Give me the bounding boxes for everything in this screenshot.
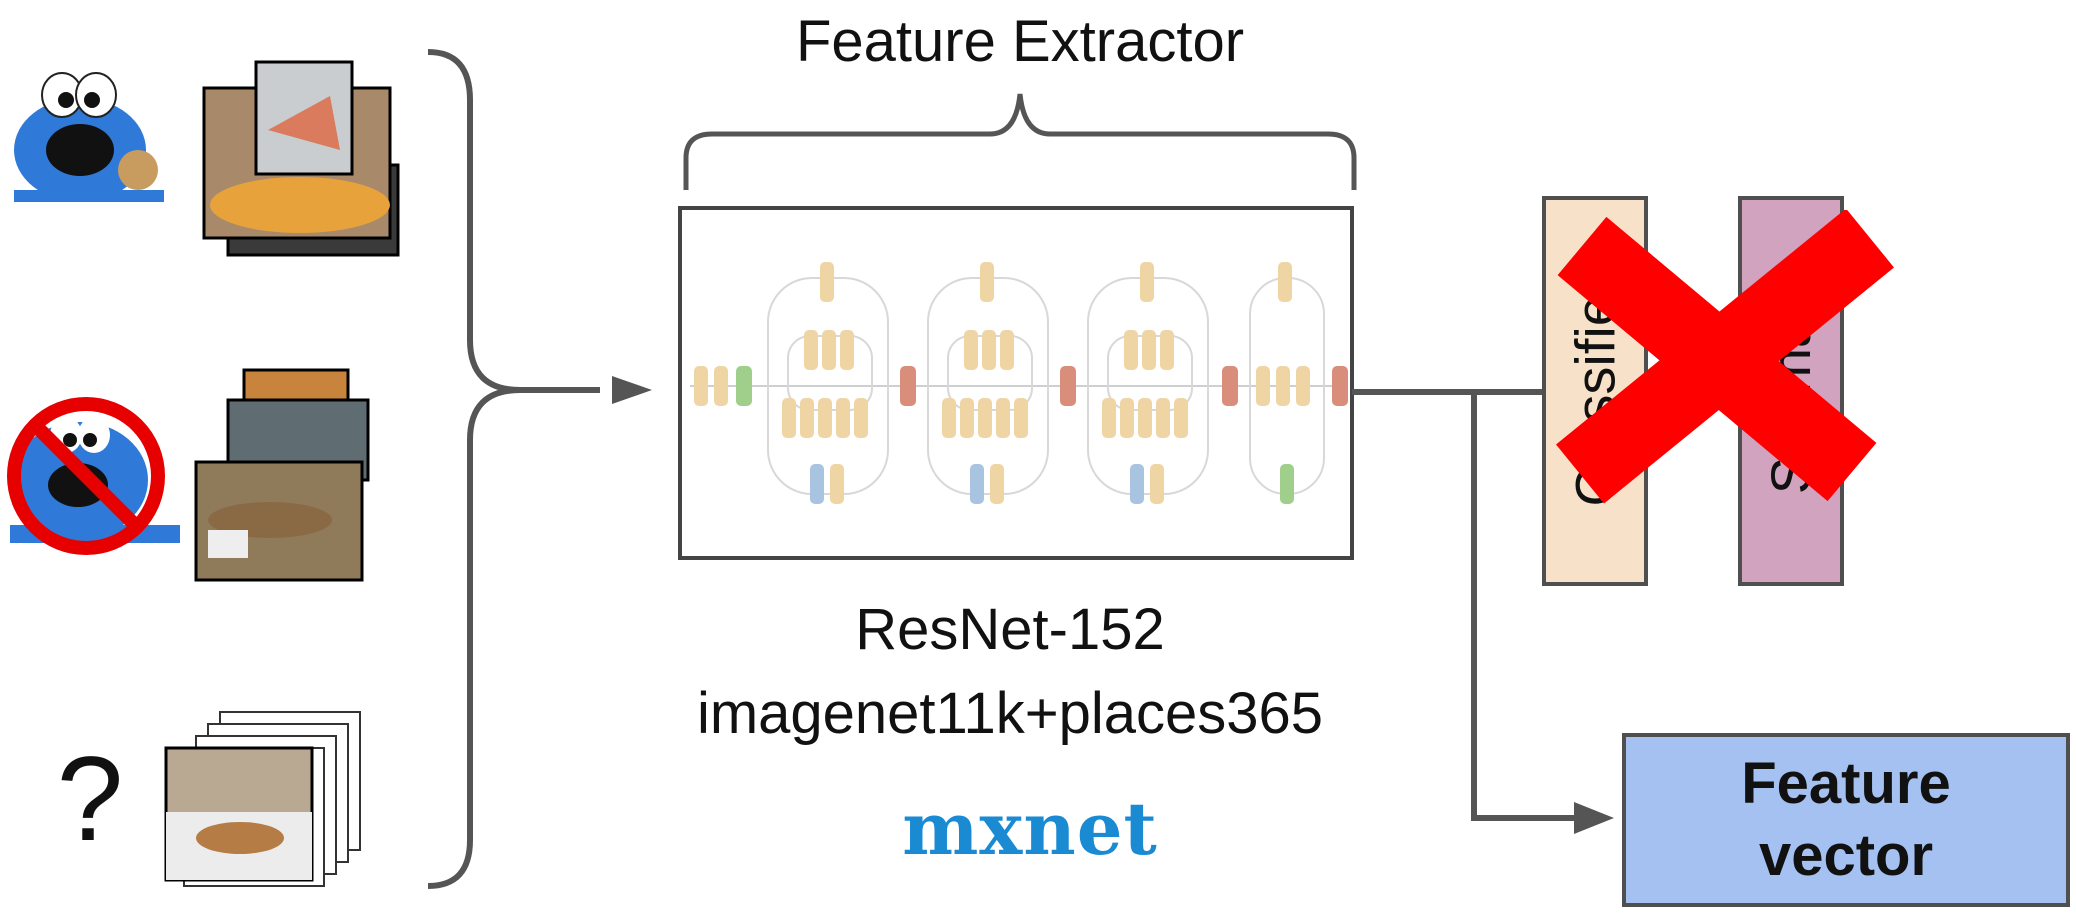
input-arrow-head	[612, 376, 652, 404]
unknown-photo-stack	[164, 711, 361, 887]
feature-arrow-head	[1574, 802, 1614, 834]
layer-block	[982, 330, 996, 370]
layer-block	[1102, 398, 1116, 438]
layer-block	[942, 398, 956, 438]
prohibited-icon	[7, 397, 165, 555]
layer-block	[1160, 330, 1174, 370]
layer-block	[1156, 398, 1170, 438]
output-connectors	[1352, 389, 1580, 821]
layer-block	[694, 366, 708, 406]
layer-block	[736, 366, 752, 406]
feature-vector-box: Feature vector	[1622, 733, 2070, 907]
layer-block	[1014, 398, 1028, 438]
no-cookie-monster-image	[7, 397, 180, 555]
input-brace	[427, 49, 600, 889]
layer-block	[782, 398, 796, 438]
unknown-input-symbol: ?	[56, 732, 124, 866]
resnet-diagram-box	[678, 206, 1354, 560]
layer-block	[1256, 366, 1270, 406]
layer-block	[1150, 464, 1164, 504]
layer-block	[1222, 366, 1238, 406]
layer-block	[810, 464, 824, 504]
layer-block	[836, 398, 850, 438]
layer-block	[964, 330, 978, 370]
layer-block	[1332, 366, 1348, 406]
layer-block	[822, 330, 836, 370]
layer-block	[854, 398, 868, 438]
layer-block	[1000, 330, 1014, 370]
layer-block	[978, 398, 992, 438]
model-dataset: imagenet11k+places365	[696, 681, 1324, 746]
feature-vector-line1: Feature	[1741, 750, 1951, 816]
layer-block	[1174, 398, 1188, 438]
layer-block	[820, 262, 834, 302]
layer-block	[830, 464, 844, 504]
layer-block	[990, 464, 1004, 504]
feature-vector-line2: vector	[1758, 823, 1934, 888]
mxnet-logo: mxnet	[902, 786, 1158, 871]
layer-block	[1124, 330, 1138, 370]
layer-block	[800, 398, 814, 438]
layer-block	[804, 330, 818, 370]
layer-block	[1296, 366, 1310, 406]
layer-block	[1278, 262, 1292, 302]
layer-block	[900, 366, 916, 406]
feature-extractor-brace	[683, 93, 1357, 190]
cookie-monster-image	[14, 72, 164, 202]
feature-extractor-title: Feature Extractor	[795, 9, 1245, 74]
layer-block	[960, 398, 974, 438]
layer-block	[1120, 398, 1134, 438]
pizza-photo-stack	[202, 60, 400, 257]
layer-block	[1142, 330, 1156, 370]
flatbread-photo-stack	[194, 368, 370, 582]
layer-block	[1280, 464, 1294, 504]
layer-block	[840, 330, 854, 370]
red-cross-icon	[1556, 210, 1894, 504]
layer-block	[996, 398, 1010, 438]
layer-block	[980, 262, 994, 302]
layer-block	[1140, 262, 1154, 302]
layer-block	[1060, 366, 1076, 406]
layer-block	[970, 464, 984, 504]
layer-block	[1138, 398, 1152, 438]
layer-block	[1276, 366, 1290, 406]
resnet-architecture	[690, 262, 1348, 504]
model-name: ResNet-152	[855, 597, 1165, 662]
layer-block	[1130, 464, 1144, 504]
layer-block	[818, 398, 832, 438]
layer-block	[714, 366, 728, 406]
